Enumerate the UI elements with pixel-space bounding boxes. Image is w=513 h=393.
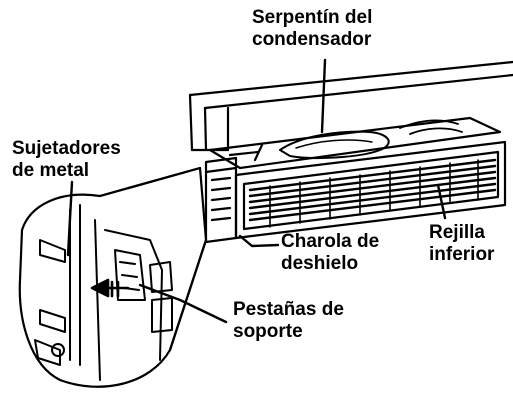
grille-slats [248,158,497,222]
label-metal-fasteners-line1: Sujetadores [12,138,121,159]
label-support-tabs-line1: Pestañas de [233,299,344,320]
label-lower-grille-line2: inferior [429,244,495,265]
label-lower-grille-line1: Rejilla [429,222,485,243]
label-condenser-coil-line2: condensador [252,29,372,50]
label-defrost-pan-line2: deshielo [281,253,359,274]
label-support-tabs-line2: soporte [233,321,303,342]
lower-grille [234,140,507,240]
label-metal-fasteners: Sujetadores de metal [12,138,121,182]
detail-inset [18,166,208,388]
clip-arrow [90,278,130,298]
leader-serpentin [320,58,327,134]
label-lower-grille: Rejilla inferior [429,222,494,266]
label-condenser-coil-line1: Serpentín del [252,7,373,28]
label-metal-fasteners-line2: de metal [12,160,90,181]
condenser-coil [208,116,502,170]
label-support-tabs: Pestañas de soporte [233,299,344,343]
label-condenser-coil: Serpentín del condensador [252,7,372,51]
leader-sujetadores [66,180,74,257]
defrost-pan [204,156,238,244]
label-defrost-pan-line1: Charola de [281,231,380,252]
label-defrost-pan: Charola de deshielo [281,231,379,275]
leader-rejilla [436,183,447,220]
leader-charola [238,234,280,248]
leader-pestanas [138,283,228,324]
leader-lines [66,58,447,324]
